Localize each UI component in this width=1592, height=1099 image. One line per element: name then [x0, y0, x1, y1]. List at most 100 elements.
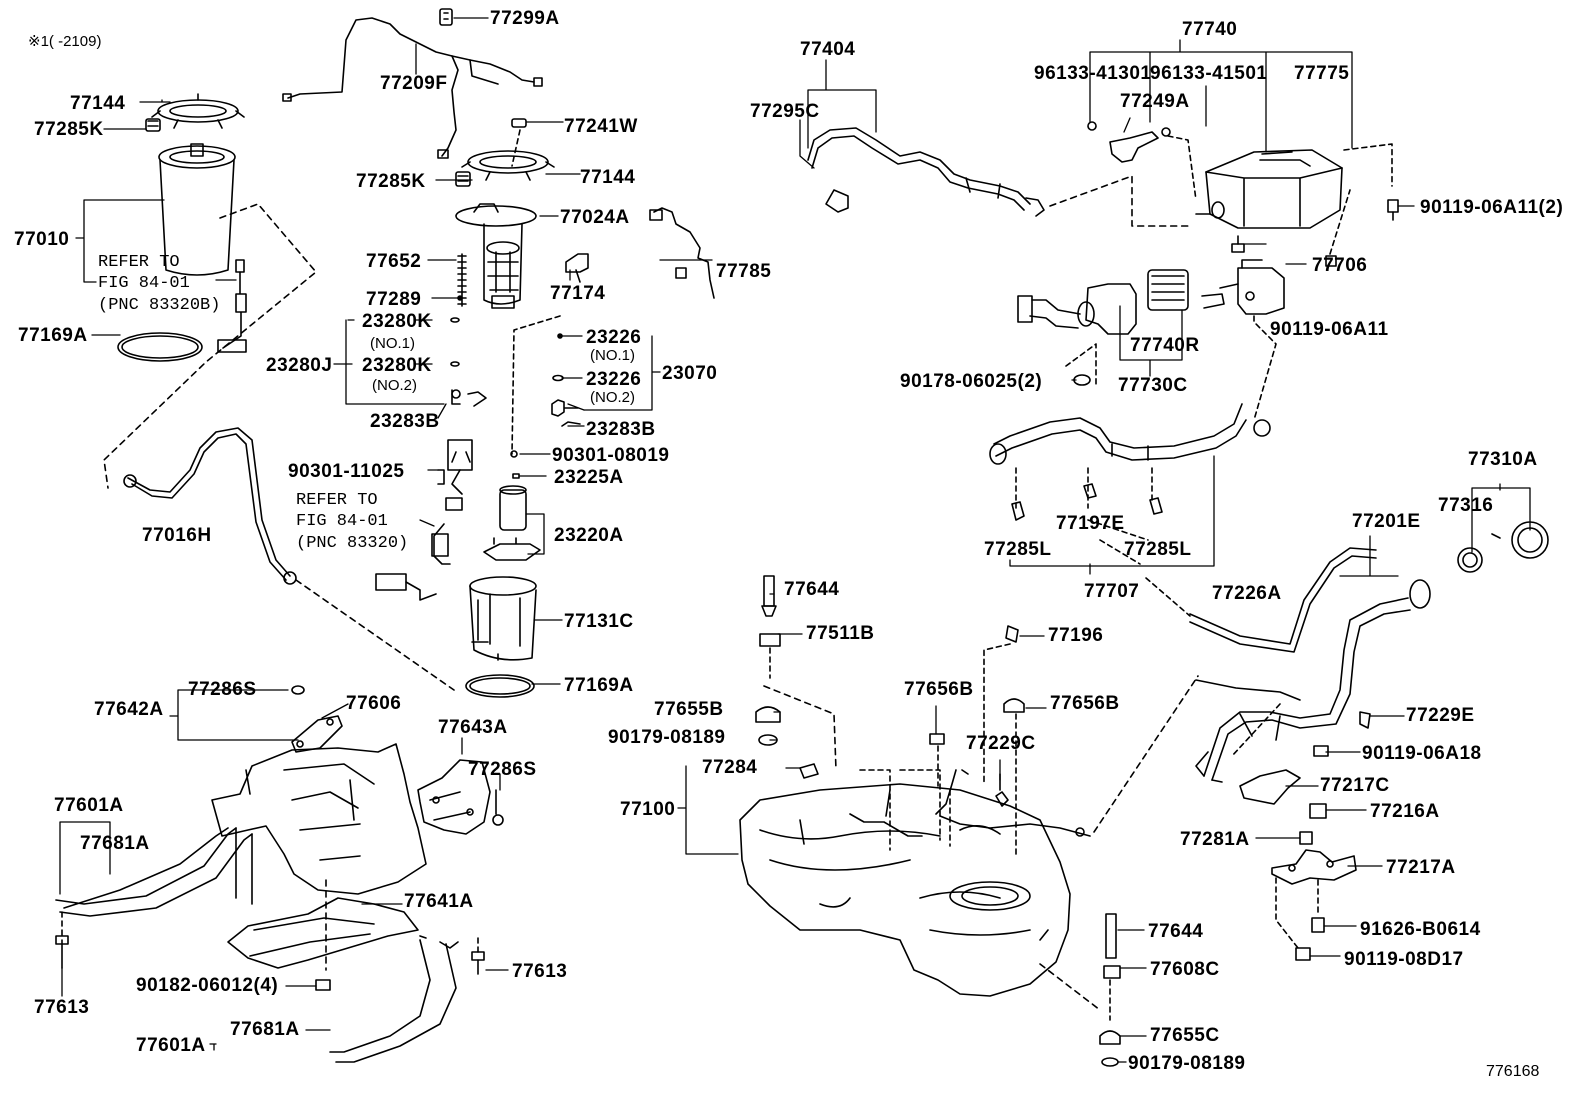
- part-label: 77169A: [18, 325, 88, 346]
- guide-line: [1093, 675, 1199, 833]
- refer-note-line: REFER TO: [98, 253, 180, 272]
- protector-icon: [211, 743, 427, 895]
- clip-icon: [1087, 121, 1097, 131]
- regulator-icon: [451, 389, 487, 407]
- clamp-icon: [1005, 625, 1019, 643]
- guide-line: [103, 203, 317, 489]
- part-label: 90179-08189: [608, 727, 726, 748]
- sub-note: (NO.1): [590, 347, 635, 364]
- part-label: 90119-06A18: [1362, 743, 1482, 764]
- bracket-icon: [565, 253, 589, 283]
- washer-icon: [758, 734, 778, 746]
- guide-line: [1329, 189, 1351, 255]
- grommet-icon: [929, 733, 945, 745]
- guide-line: [1253, 315, 1277, 421]
- fuel-cap-icon: [1491, 521, 1549, 559]
- bracket-icon: [291, 715, 343, 753]
- clamp-icon: [995, 791, 1009, 807]
- clamp-icon: [1149, 497, 1163, 515]
- part-label: 77285K: [34, 119, 104, 140]
- part-label: 77601A: [136, 1035, 206, 1056]
- guide-line: [937, 713, 1017, 855]
- part-label: 90119-06A11: [1270, 319, 1389, 340]
- bolt-icon: [1387, 199, 1399, 221]
- part-label: 77656B: [904, 679, 974, 700]
- connector-clip-icon: [439, 8, 453, 26]
- guide-line: [1343, 143, 1393, 187]
- protector-icon: [417, 759, 491, 835]
- filter-icon: [1147, 269, 1189, 311]
- fuel-tank-icon: [739, 783, 1071, 997]
- part-label: 77644: [784, 579, 840, 600]
- sub-tank-cup-icon: [158, 143, 236, 276]
- part-label: 77643A: [438, 717, 508, 738]
- part-label: 77655B: [654, 699, 724, 720]
- part-label: 77144: [580, 167, 636, 188]
- valve-icon: [761, 575, 777, 617]
- vent-hose-icon: [989, 403, 1271, 465]
- bolt-icon: [1313, 745, 1329, 757]
- part-label: 77601A: [54, 795, 124, 816]
- part-label: 23220A: [554, 525, 624, 546]
- bracket-icon: [1271, 849, 1357, 885]
- gasket-icon: [1457, 547, 1483, 573]
- guide-line: [1087, 519, 1149, 565]
- bolt-icon: [55, 935, 69, 969]
- clip-icon: [1161, 127, 1171, 137]
- guide-line: [763, 685, 837, 771]
- part-label: 23280K: [362, 355, 432, 376]
- part-label: 77785: [716, 261, 772, 282]
- part-label: 77285L: [984, 539, 1052, 560]
- guide-line: [1049, 175, 1189, 227]
- part-label: 77226A: [1212, 583, 1282, 604]
- part-label: 23070: [662, 363, 718, 384]
- part-label: 77174: [550, 283, 606, 304]
- sub-note: (NO.2): [590, 389, 635, 406]
- sub-tank-icon: [469, 576, 537, 661]
- part-label: 77131C: [564, 611, 634, 632]
- part-label: 90119-06A11(2): [1420, 197, 1564, 218]
- refer-note-1: REFER TO FIG 84-01 (PNC 83320B): [98, 252, 220, 316]
- part-label: 77209F: [380, 73, 448, 94]
- washer-icon: [1101, 1057, 1119, 1067]
- guide-line: [1039, 963, 1101, 1011]
- part-label: 77644: [1148, 921, 1204, 942]
- clip-icon: [455, 171, 471, 187]
- sub-note: (NO.1): [370, 335, 415, 352]
- hose-icon: [1109, 131, 1159, 163]
- refer-note-line: (PNC 83320B): [98, 295, 221, 315]
- clip-icon: [1299, 831, 1313, 845]
- wire-harness-icon: [649, 207, 715, 299]
- leader-lines: [59, 17, 1531, 1063]
- part-label: 77229C: [966, 733, 1036, 754]
- part-label: 77281A: [1180, 829, 1250, 850]
- part-label: 77217C: [1320, 775, 1390, 796]
- bracket-icon: [1239, 769, 1301, 805]
- part-label: 90301-08019: [552, 445, 670, 466]
- part-label: 23226: [586, 327, 642, 348]
- part-label: 77655C: [1150, 1025, 1220, 1046]
- guide-line: [295, 579, 455, 691]
- valve-icon: [1105, 913, 1117, 959]
- pressure-regulator-icon: [551, 399, 579, 417]
- part-label: 77217A: [1386, 857, 1456, 878]
- part-label: 77249A: [1120, 91, 1190, 112]
- clamp-icon: [1309, 803, 1327, 819]
- part-label: 90178-06025(2): [900, 371, 1043, 392]
- refer-note-line: (PNC 83320): [296, 533, 409, 553]
- part-label: 77299A: [490, 8, 560, 29]
- bolt-icon: [1231, 235, 1245, 253]
- pump-module-icon: [1017, 283, 1137, 335]
- retainer-ring-icon: [151, 93, 245, 129]
- o-ring-icon: [510, 450, 518, 458]
- guide-line: [1167, 135, 1197, 201]
- vent-tube-icon: [807, 127, 1045, 217]
- part-label: 77144: [70, 93, 126, 114]
- part-label: 77316: [1438, 495, 1494, 516]
- grommet-icon: [1103, 965, 1121, 979]
- fuel-tube-icon: [849, 769, 1091, 837]
- clip-icon: [145, 118, 161, 132]
- part-label: 77216A: [1370, 801, 1440, 822]
- refer-note-line: FIG 84-01: [296, 512, 388, 532]
- wire-harness-icon: [282, 17, 543, 159]
